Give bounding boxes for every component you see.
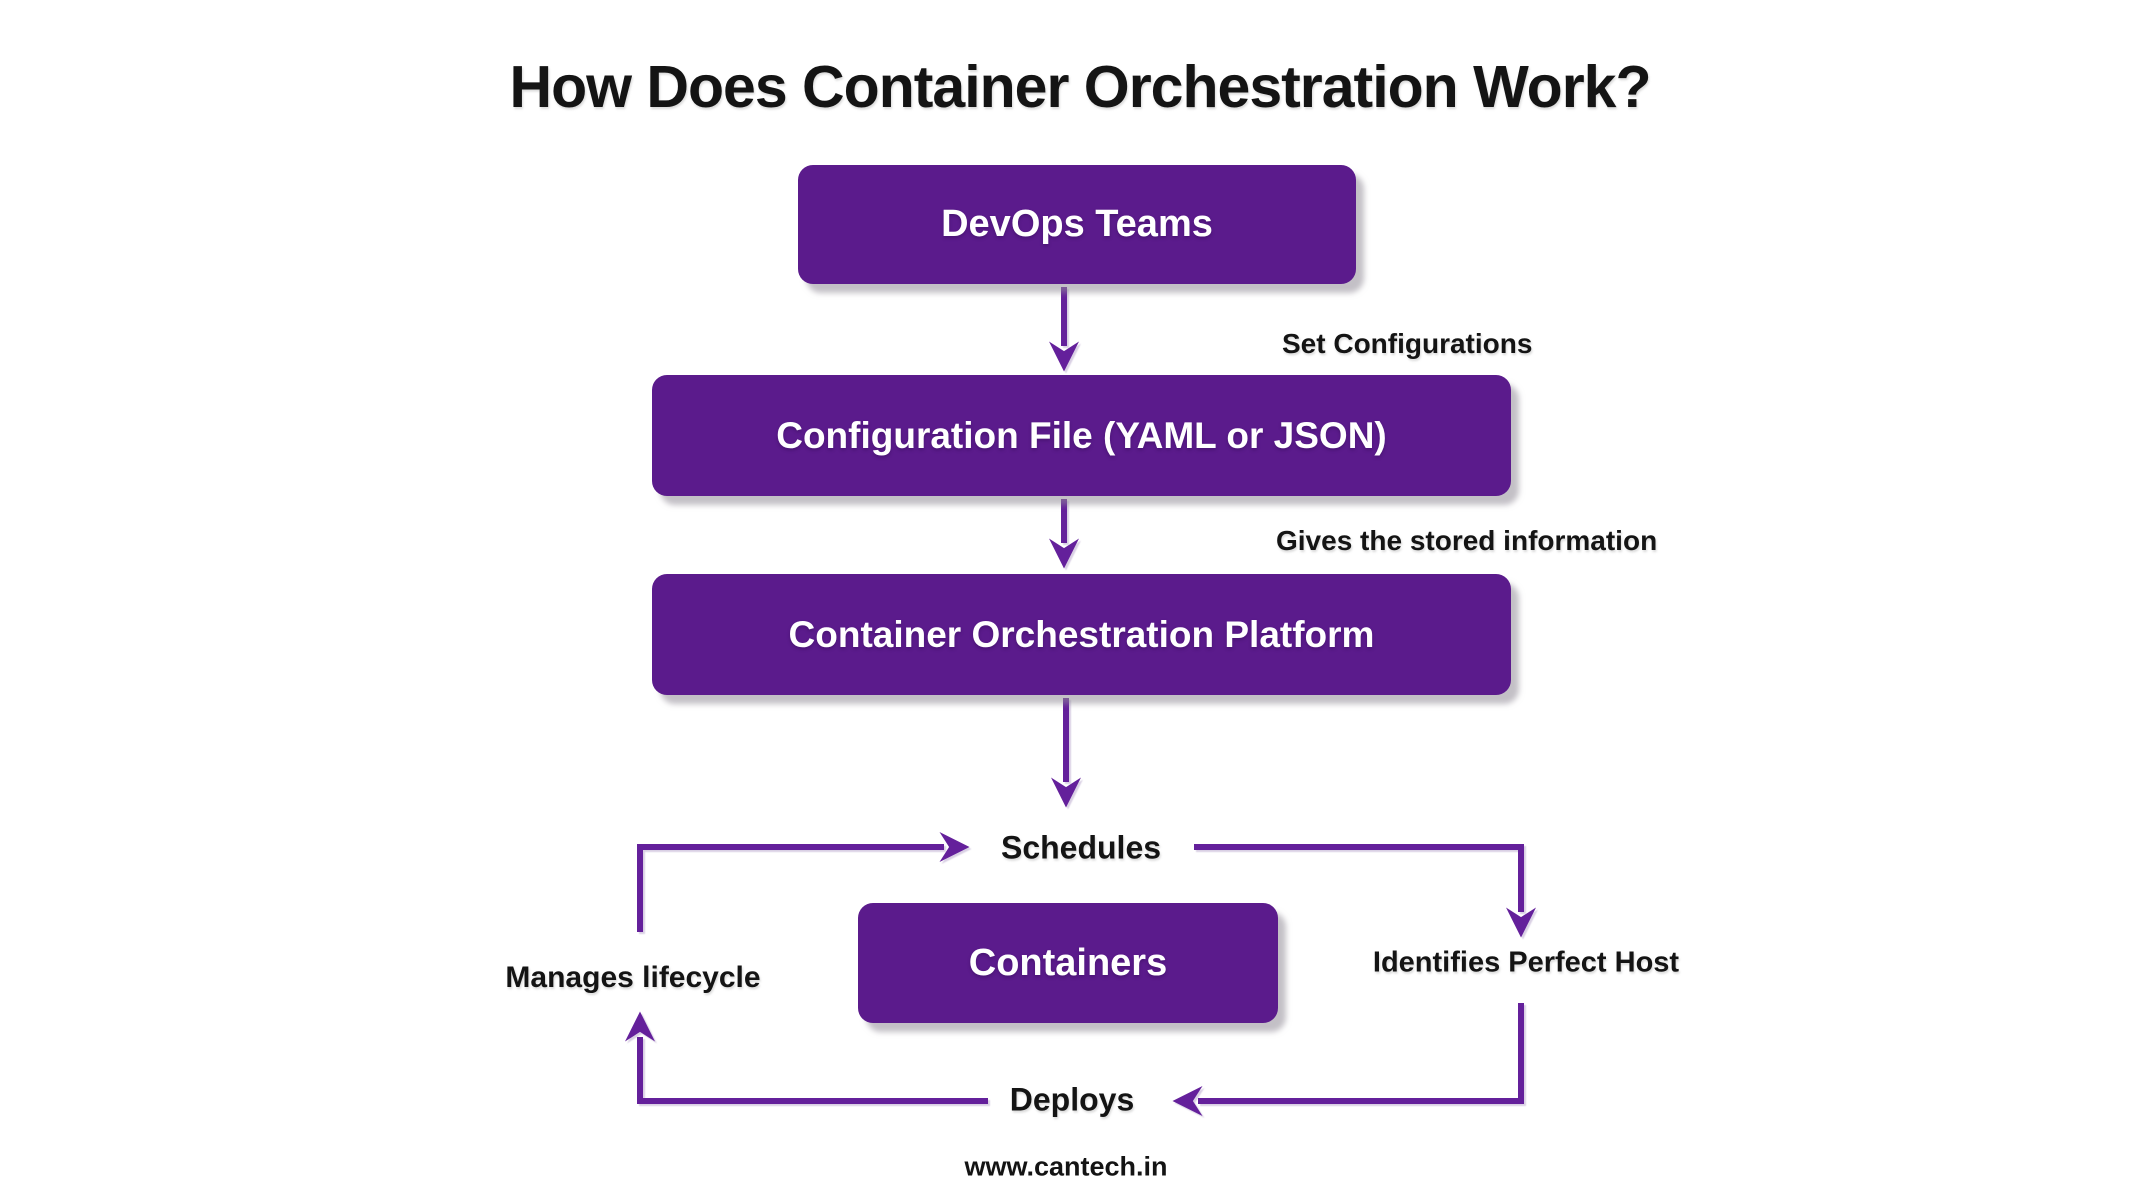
footer-website: www.cantech.in [964, 1151, 1168, 1182]
arrow-schedules-to-identifies-host [1194, 844, 1536, 938]
node-devops-teams: DevOps Teams [798, 165, 1356, 284]
node-configuration-file-label: Configuration File (YAML or JSON) [776, 414, 1387, 456]
edge-label-schedules: Schedules [1000, 829, 1162, 866]
arrow-deploys-to-manages-lifecycle [625, 1011, 988, 1104]
edge-label-set-configurations: Set Configurations [1282, 328, 1533, 359]
edge-label-gives-stored-information: Gives the stored information [1276, 525, 1658, 556]
diagram-title: How Does Container Orchestration Work? [509, 54, 1651, 120]
edge-label-manages-lifecycle: Manages lifecycle [505, 961, 761, 994]
node-containers: Containers [858, 903, 1278, 1023]
node-containers-label: Containers [968, 941, 1168, 984]
node-orchestration-platform: Container Orchestration Platform [652, 574, 1511, 695]
node-configuration-file: Configuration File (YAML or JSON) [652, 375, 1511, 496]
edge-label-identifies-perfect-host: Identifies Perfect Host [1372, 946, 1680, 979]
node-orchestration-platform-label: Container Orchestration Platform [788, 613, 1375, 655]
edge-label-deploys: Deploys [1009, 1081, 1135, 1118]
arrow-manages-lifecycle-to-schedules [637, 832, 970, 932]
arrow-identifies-host-to-deploys [1172, 1003, 1524, 1116]
node-devops-teams-label: DevOps Teams [941, 203, 1213, 245]
